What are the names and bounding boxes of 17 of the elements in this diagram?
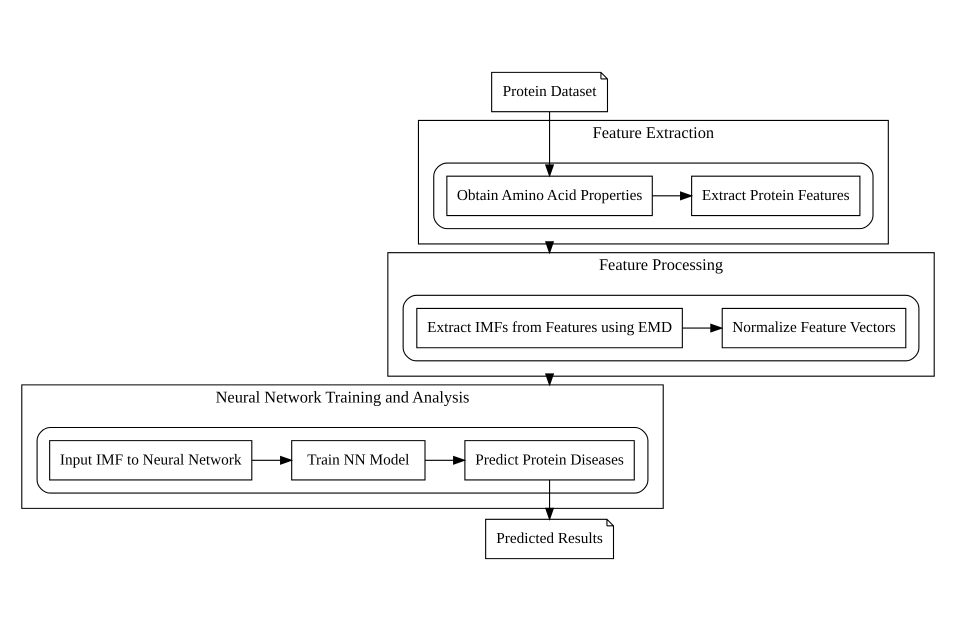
arrow	[544, 111, 554, 178]
node-box: Predict Protein Diseases	[464, 440, 635, 480]
cluster	[402, 294, 920, 361]
node-box: Input IMF to Neural Network	[49, 440, 252, 480]
node-box: Obtain Amino Acid Properties	[446, 175, 653, 216]
arrow	[544, 480, 554, 520]
arrow	[682, 322, 724, 332]
arrow	[252, 455, 294, 464]
node-box: Extract Protein Features	[691, 175, 860, 216]
arrow	[652, 190, 694, 200]
node-box: Train NN Model	[291, 440, 426, 480]
cluster	[36, 426, 648, 494]
node-box: Extract IMFs from Features using EMD	[416, 307, 683, 348]
arrow	[544, 372, 554, 386]
node-box: Normalize Feature Vectors	[722, 307, 906, 348]
arrow	[544, 240, 554, 254]
arrow	[425, 455, 466, 464]
